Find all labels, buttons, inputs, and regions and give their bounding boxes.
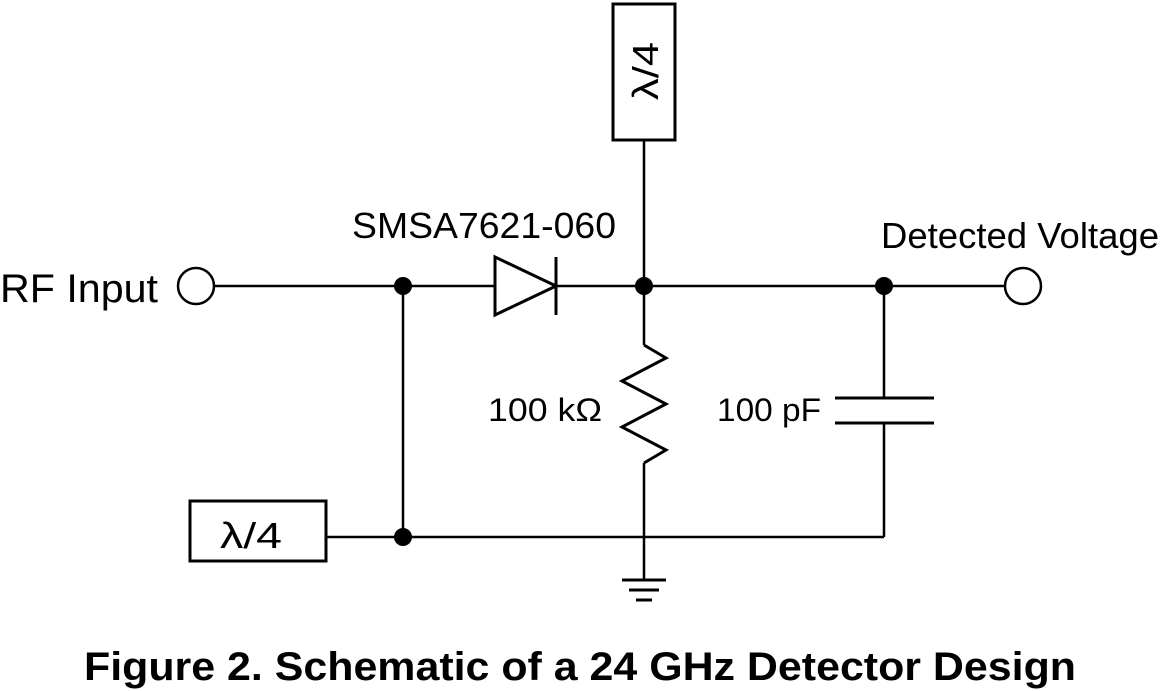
lambda-quarter-stub-left (188, 499, 328, 563)
detected-voltage-terminal (1003, 266, 1043, 306)
junction-dot (635, 277, 653, 295)
resistor-value-label: 100 kΩ (488, 392, 602, 428)
diode-symbol (493, 254, 560, 318)
ground-symbol (622, 578, 666, 602)
rf-input-label: RF Input (0, 267, 158, 311)
diode-label: SMSA7621-060 (352, 205, 616, 246)
stub-left-label: λ/4 (220, 515, 282, 556)
stub-top-label: λ/4 (625, 42, 666, 100)
figure-caption: Figure 2. Schematic of a 24 GHz Detector… (84, 645, 1076, 689)
junction-dot (394, 528, 412, 546)
rf-input-terminal (176, 266, 216, 306)
junction-dot (875, 277, 893, 295)
capacitor-value-label: 100 pF (717, 392, 821, 428)
detected-voltage-label: Detected Voltage (881, 215, 1159, 256)
resistor-symbol (618, 343, 670, 465)
junction-dot (394, 277, 412, 295)
capacitor-symbol (835, 396, 934, 425)
